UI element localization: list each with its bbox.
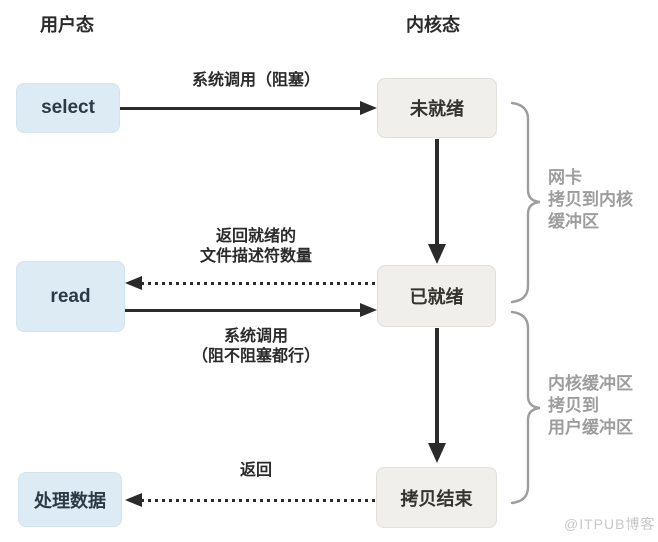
read-node: read (16, 261, 125, 332)
notready-to-ready-arrow-line (435, 139, 439, 245)
return-ready-arrow-line (141, 282, 377, 285)
kernel-copy-label-line2: 拷贝到 (548, 396, 599, 415)
return-arrow-line (141, 499, 376, 502)
nic-copy-label-line2: 拷贝到内核 (548, 190, 633, 209)
return-ready-label: 返回就绪的 文件描述符数量 (150, 227, 362, 267)
return-ready-arrowhead-icon (125, 276, 142, 290)
return-ready-label-line2: 文件描述符数量 (199, 248, 312, 265)
ready-node: 已就绪 (377, 265, 496, 327)
nic-copy-label-line1: 网卡 (548, 168, 582, 187)
kernel-copy-brace-icon (510, 310, 541, 505)
read-syscall-label-line1: 系统调用 (223, 328, 288, 345)
read-syscall-label: 系统调用 （阻不阻塞都行） (150, 327, 362, 367)
nic-copy-label-line3: 缓冲区 (548, 212, 599, 231)
select-syscall-arrow-line (120, 107, 361, 110)
ready-to-copydone-arrowhead-icon (428, 443, 446, 463)
nic-copy-label: 网卡 拷贝到内核 缓冲区 (548, 167, 633, 233)
copy-done-node: 拷贝结束 (376, 467, 497, 528)
read-syscall-label-line2: （阻不阻塞都行） (191, 348, 320, 365)
notready-to-ready-arrowhead-icon (428, 244, 446, 264)
user-mode-heading: 用户态 (40, 15, 94, 35)
kernel-copy-label-line3: 用户缓冲区 (548, 418, 633, 437)
kernel-copy-label: 内核缓冲区 拷贝到 用户缓冲区 (548, 373, 633, 439)
not-ready-node: 未就绪 (377, 78, 497, 138)
kernel-copy-label-line1: 内核缓冲区 (548, 374, 633, 393)
watermark: @ITPUB博客 (564, 516, 656, 532)
read-syscall-arrowhead-icon (360, 303, 377, 317)
read-syscall-arrow-line (125, 309, 361, 312)
kernel-mode-heading: 内核态 (406, 15, 460, 35)
select-syscall-arrowhead-icon (360, 101, 377, 115)
return-ready-label-line1: 返回就绪的 (215, 228, 296, 245)
ready-to-copydone-arrow-line (435, 328, 439, 444)
select-syscall-label: 系统调用（阻塞） (191, 72, 320, 89)
select-node: select (16, 83, 120, 133)
process-data-node: 处理数据 (18, 472, 122, 527)
return-arrowhead-icon (125, 493, 142, 507)
return-label: 返回 (239, 462, 272, 479)
nic-copy-brace-icon (510, 101, 541, 304)
